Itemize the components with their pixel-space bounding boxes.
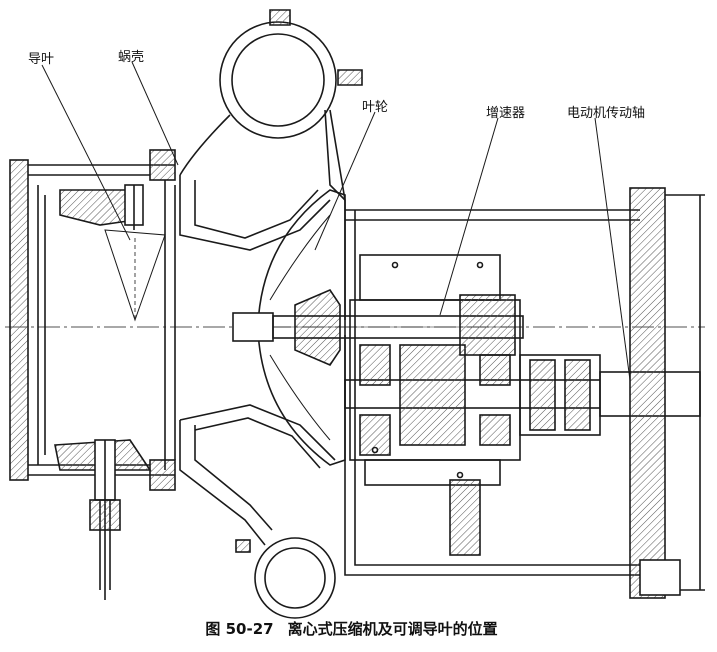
figure-caption: 图 50-27 离心式压缩机及可调导叶的位置 bbox=[0, 618, 717, 639]
motor-flange bbox=[629, 187, 705, 599]
guide-vane-upper bbox=[59, 184, 166, 322]
gearbox bbox=[349, 254, 521, 556]
impeller bbox=[257, 189, 346, 466]
figure-number: 图 50-27 bbox=[205, 620, 274, 638]
volute-bottom bbox=[179, 404, 336, 619]
coupling bbox=[519, 354, 601, 436]
leader-lines bbox=[41, 61, 631, 381]
label-guide-vane: 导叶 bbox=[28, 52, 55, 67]
guide-vane-lower bbox=[54, 439, 152, 600]
label-gearbox: 增速器 bbox=[486, 106, 526, 121]
label-impeller: 叶轮 bbox=[362, 100, 389, 115]
figure-title: 离心式压缩机及可调导叶的位置 bbox=[287, 620, 498, 638]
inlet-casing bbox=[9, 149, 176, 491]
volute-top bbox=[179, 9, 363, 251]
casing-wall bbox=[329, 109, 640, 576]
label-volute: 蜗壳 bbox=[118, 50, 145, 65]
label-motor-shaft: 电动机传动轴 bbox=[567, 106, 646, 121]
